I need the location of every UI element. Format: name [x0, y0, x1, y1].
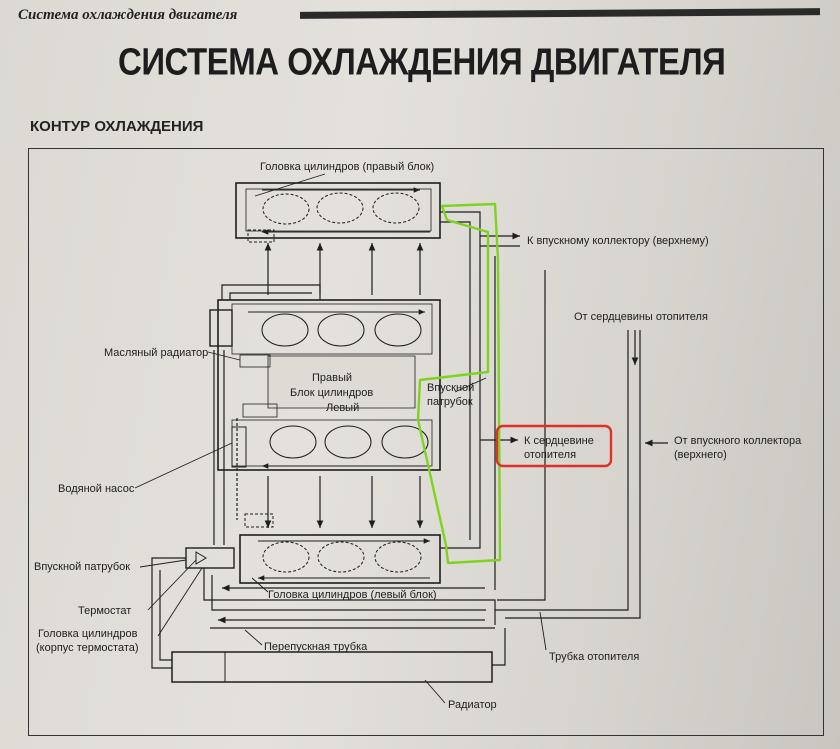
label-head-right: Головка цилиндров (правый блок)	[260, 161, 434, 173]
leader-lines	[134, 173, 547, 704]
label-to-heater-core-2: отопителя	[524, 449, 576, 461]
label-to-intake-upper: К впускному коллектору (верхнему)	[527, 235, 709, 247]
left-pipes	[151, 309, 496, 669]
label-heater-pipe: Трубка отопителя	[549, 651, 639, 663]
cylinder-block	[217, 299, 441, 471]
running-head: Система охлаждения двигателя	[18, 7, 238, 23]
label-oil-cooler: Масляный радиатор	[104, 347, 208, 359]
label-to-heater-core-1: К сердцевине	[524, 435, 594, 447]
label-head-thermostat-2: (корпус термостата)	[36, 642, 139, 654]
head-right-block	[235, 182, 441, 243]
label-from-intake-2: (верхнего)	[674, 449, 727, 461]
diagram-frame	[28, 148, 824, 736]
label-block-left: Левый	[326, 402, 359, 414]
label-bypass-pipe: Перепускная трубка	[264, 641, 368, 653]
right-pipes	[440, 211, 668, 619]
page-title: СИСТЕМА ОХЛАЖДЕНИЯ ДВИГАТЕЛЯ	[118, 40, 726, 83]
label-radiator: Радиатор	[448, 699, 497, 711]
label-from-heater-core: От сердцевины отопителя	[574, 311, 708, 323]
label-inlet-pipe-upper-1: Впускной	[427, 382, 474, 394]
radiator	[171, 628, 506, 683]
label-block-name: Блок цилиндров	[290, 387, 373, 399]
label-inlet-pipe-lower: Впускной патрубок	[34, 561, 130, 573]
label-block-right: Правый	[312, 372, 352, 384]
label-head-left: Головка цилиндров (левый блок)	[268, 589, 437, 601]
label-inlet-pipe-upper-2: патрубок	[427, 396, 473, 408]
label-thermostat: Термостат	[78, 605, 131, 617]
label-water-pump: Водяной насос	[58, 483, 135, 495]
flow-arrows-vertical	[221, 243, 424, 528]
section-title: КОНТУР ОХЛАЖДЕНИЯ	[30, 118, 204, 135]
label-head-thermostat-1: Головка цилиндров	[38, 628, 138, 640]
head-left-block	[239, 513, 441, 584]
label-from-intake-1: От впускного коллектора	[674, 435, 802, 447]
highlight-green-outline	[416, 202, 502, 565]
highlight-red-box	[495, 424, 613, 468]
